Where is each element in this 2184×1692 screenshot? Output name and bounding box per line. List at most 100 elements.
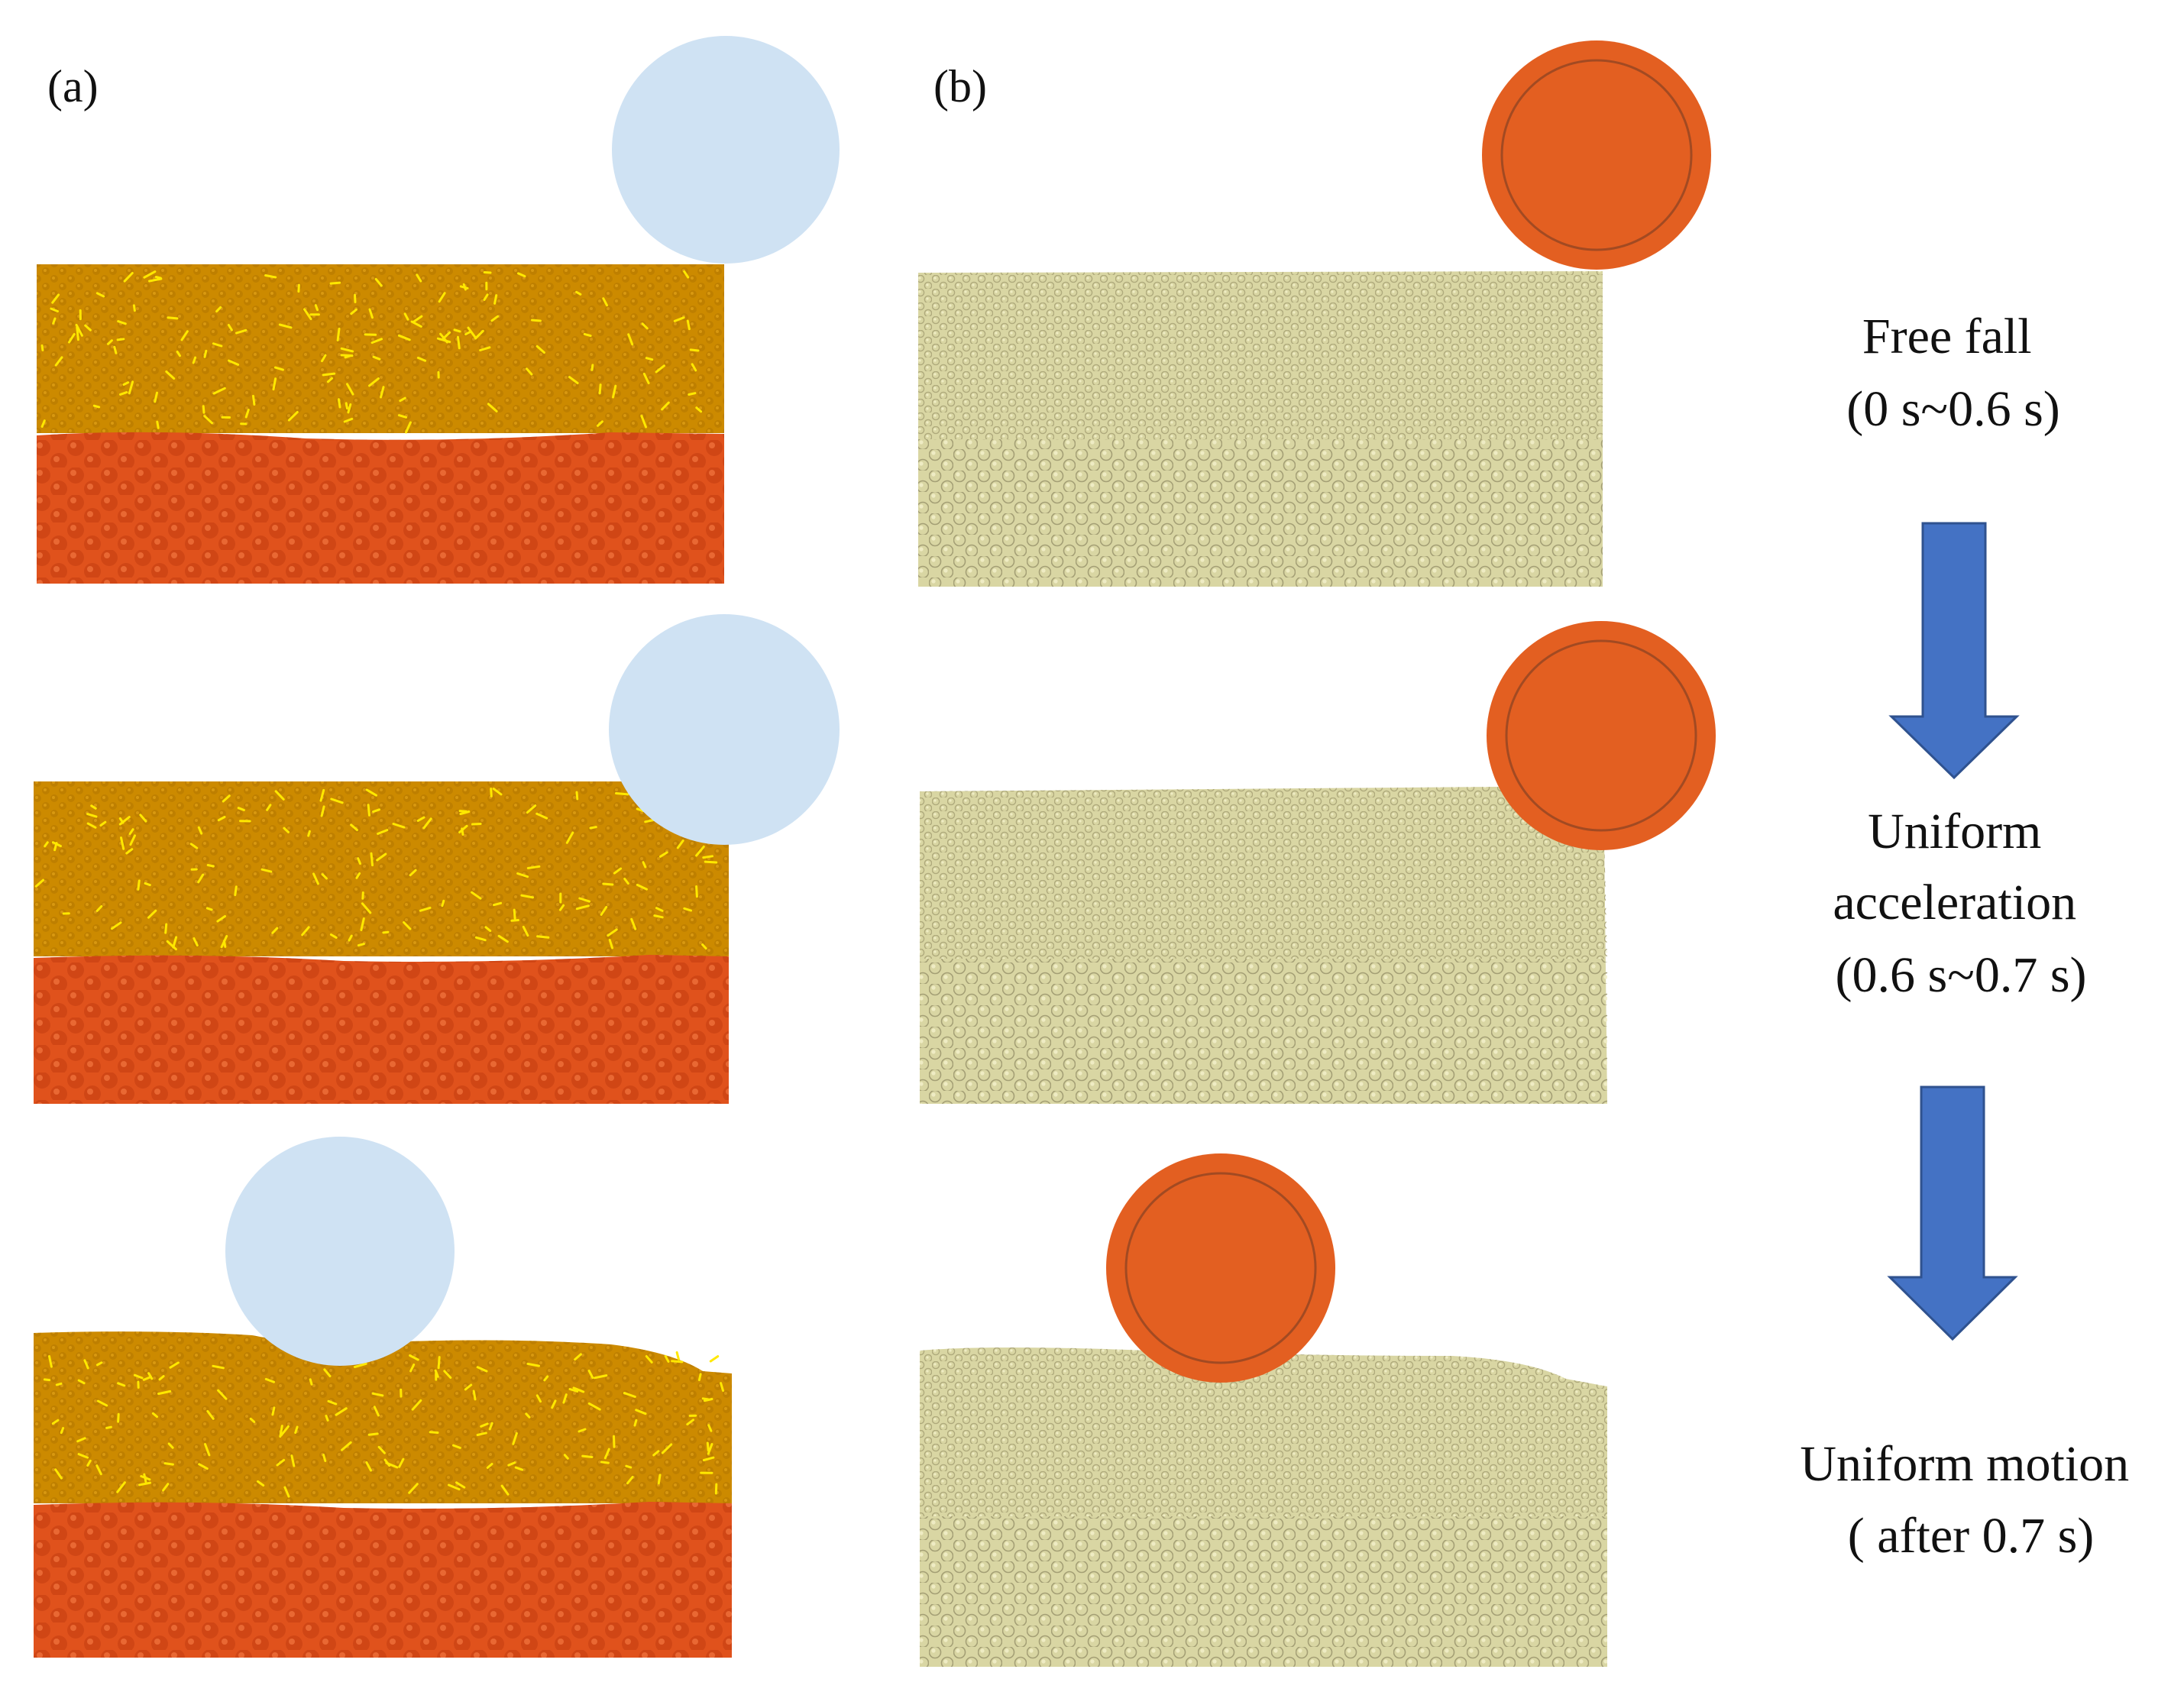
fiber xyxy=(583,332,592,338)
fiber xyxy=(341,1441,352,1451)
panel-b-stage-1 xyxy=(918,40,1711,587)
fiber xyxy=(526,804,537,814)
fiber xyxy=(657,1474,662,1485)
fiber xyxy=(458,824,468,833)
fiber xyxy=(60,1427,65,1435)
fiber xyxy=(575,290,582,296)
fiber xyxy=(156,420,160,429)
fiber xyxy=(398,1457,405,1468)
fiber xyxy=(365,788,377,797)
fiber xyxy=(551,1399,557,1409)
fiber xyxy=(320,805,325,817)
fiber xyxy=(514,1466,524,1471)
fiber xyxy=(416,816,425,822)
panel-a-stage-1 xyxy=(37,36,840,584)
fiber xyxy=(336,327,341,341)
fiber xyxy=(642,861,647,869)
fiber xyxy=(167,316,179,320)
fiber xyxy=(176,351,181,357)
fiber xyxy=(40,344,44,351)
fiber xyxy=(608,938,613,950)
fiber xyxy=(409,869,417,877)
fiber xyxy=(280,1425,290,1437)
fiber xyxy=(587,1402,601,1411)
fiber xyxy=(169,1361,180,1369)
fiber xyxy=(652,1450,660,1457)
fiber xyxy=(180,330,189,341)
fiber xyxy=(54,1468,63,1480)
fiber xyxy=(377,1445,386,1454)
fiber xyxy=(572,1386,585,1393)
fiber xyxy=(422,817,432,830)
fiber xyxy=(370,338,383,345)
stage-label-uniform-acceleration: Uniform acceleration (0.6 s~0.7 s) xyxy=(1833,804,2089,1003)
fiber xyxy=(479,346,491,351)
fiber xyxy=(197,873,205,884)
fiber xyxy=(340,347,354,353)
fiber xyxy=(122,381,130,386)
fiber xyxy=(99,820,107,827)
fiber xyxy=(125,848,134,855)
wheel xyxy=(1106,1153,1335,1383)
panel-a-stage-2 xyxy=(34,614,840,1104)
fiber xyxy=(416,356,427,362)
fiber xyxy=(655,364,665,374)
fiber xyxy=(490,788,493,797)
fiber xyxy=(513,908,516,920)
fiber xyxy=(322,1454,327,1462)
fiber xyxy=(602,882,614,886)
fiber xyxy=(166,940,177,951)
fiber xyxy=(497,934,509,943)
fiber xyxy=(630,917,637,930)
fiber xyxy=(675,1351,680,1360)
fiber xyxy=(86,822,97,829)
stage-line: acceleration xyxy=(1833,875,2076,930)
fiber xyxy=(578,897,590,903)
fiber xyxy=(294,1425,299,1435)
fiber xyxy=(640,415,647,429)
fiber xyxy=(623,1392,636,1398)
fiber xyxy=(411,1399,422,1411)
fiber xyxy=(380,386,385,399)
fiber xyxy=(142,1376,152,1381)
fiber xyxy=(500,1484,510,1496)
fiber xyxy=(575,904,590,911)
fiber xyxy=(216,915,226,923)
fiber xyxy=(217,1389,228,1400)
fiber xyxy=(686,1419,694,1426)
fiber xyxy=(354,293,357,303)
fiber xyxy=(441,899,445,907)
wheel xyxy=(225,1137,455,1366)
fiber xyxy=(664,1354,670,1363)
fiber xyxy=(600,1461,610,1464)
fiber xyxy=(117,1412,120,1423)
fiber xyxy=(143,270,157,279)
fiber xyxy=(205,907,213,911)
fiber xyxy=(409,1354,419,1361)
fiber xyxy=(472,1390,477,1401)
fiber xyxy=(235,328,248,335)
fiber xyxy=(212,342,223,348)
fiber xyxy=(44,841,49,848)
fiber xyxy=(138,1481,151,1487)
fiber xyxy=(688,392,697,396)
fiber xyxy=(346,383,354,396)
fiber xyxy=(695,845,705,857)
fiber xyxy=(361,902,372,914)
fiber xyxy=(516,872,529,878)
fiber xyxy=(600,905,608,916)
fiber xyxy=(459,285,469,290)
fiber xyxy=(612,384,617,399)
fiber xyxy=(312,872,319,885)
fiber xyxy=(202,405,205,414)
fiber xyxy=(215,306,222,313)
fiber xyxy=(189,843,199,849)
fiber xyxy=(522,925,529,937)
fiber xyxy=(278,323,293,329)
fiber xyxy=(520,894,534,899)
fiber xyxy=(129,834,136,846)
fiber xyxy=(86,1459,92,1467)
fiber xyxy=(95,1464,102,1476)
fiber xyxy=(257,1480,265,1487)
fiber xyxy=(144,882,151,887)
